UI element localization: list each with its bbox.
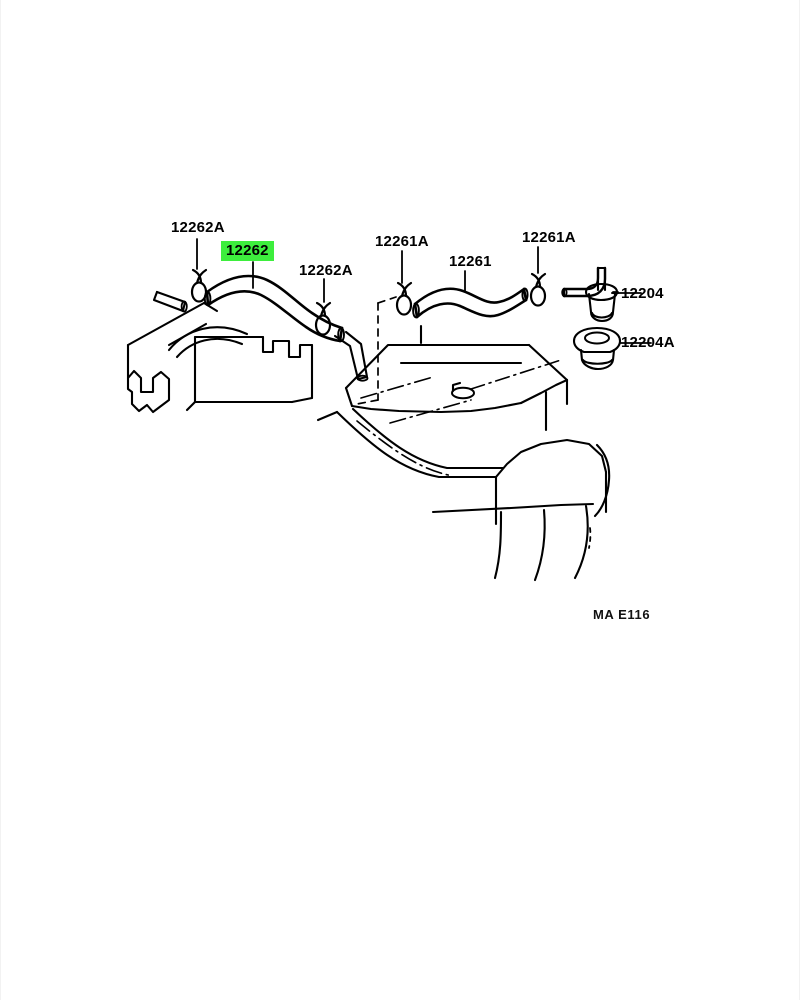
part-12261a-clamp-left: [395, 281, 413, 316]
valve-cover-right: [344, 324, 569, 432]
part-12204a-grommet: [572, 326, 622, 371]
cylinder-head-left: [126, 290, 314, 414]
part-12261-pcv-hose: [412, 287, 529, 319]
hidden-detail-outline: [356, 296, 397, 405]
part-12262-ventilation-hose: [203, 274, 345, 343]
label-12262a-left: 12262A: [171, 219, 225, 236]
label-12204: 12204: [621, 285, 664, 302]
label-12261: 12261: [449, 253, 492, 270]
part-12204-pcv-valve: [561, 266, 619, 323]
part-12262a-clamp-center: [314, 301, 332, 336]
part-12262a-clamp-left: [190, 268, 208, 303]
label-12204a: 12204A: [621, 334, 675, 351]
label-12261a-left: 12261A: [375, 233, 429, 250]
label-12262-highlighted[interactable]: 12262: [221, 241, 274, 261]
part-12261a-clamp-right: [529, 272, 547, 307]
leader-lines: [196, 238, 652, 344]
connector-pipe-center: [333, 330, 369, 382]
label-12261a-right: 12261A: [522, 229, 576, 246]
label-12262a-center: 12262A: [299, 262, 353, 279]
engine-block-lower: [316, 376, 611, 582]
figure-code: MA E116: [593, 607, 651, 622]
